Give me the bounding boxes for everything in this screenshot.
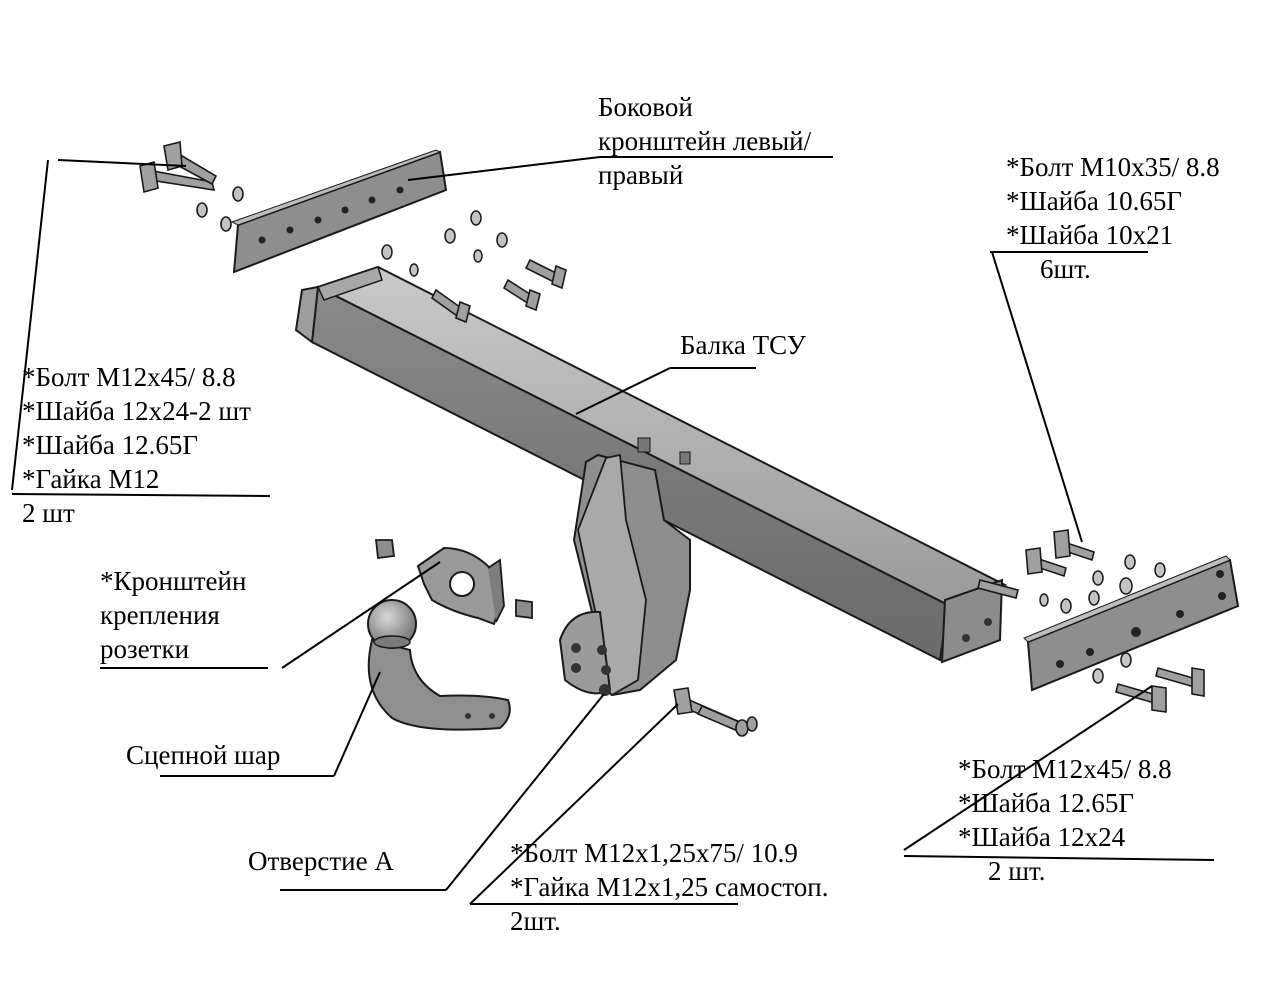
- washers-beam-left: [381, 210, 508, 277]
- left-fasteners-line-5: 2 шт: [22, 498, 75, 528]
- side-bracket-line-1: Боковой: [598, 92, 693, 122]
- bolts-beam-left: [430, 258, 567, 324]
- right-side-bracket: [1023, 555, 1240, 692]
- hole-a: [599, 684, 611, 696]
- bolts-right: [977, 529, 1205, 713]
- tow-ball: [367, 599, 511, 731]
- bottom-right-fasteners-line-2: *Шайба 12.65Г: [958, 788, 1135, 818]
- washers-right: [1039, 554, 1166, 684]
- ball-fasteners-line-2: *Гайка М12х1,25 самостоп.: [510, 872, 829, 902]
- socket-bracket-line-1: *Кронштейн: [100, 566, 247, 596]
- label-right-fasteners: *Болт М10х35/ 8.8 *Шайба 10.65Г *Шайба 1…: [1006, 150, 1220, 286]
- label-ball-fasteners: *Болт М12х1,25х75/ 10.9 *Гайка М12х1,25 …: [510, 836, 829, 938]
- bottom-right-fasteners-line-3: *Шайба 12х24: [958, 822, 1126, 852]
- left-fasteners-line-2: *Шайба 12х24-2 шт: [22, 396, 251, 426]
- label-bottom-right-fasteners: *Болт М12х45/ 8.8 *Шайба 12.65Г *Шайба 1…: [958, 752, 1172, 888]
- ball-fasteners-line-3: 2шт.: [510, 906, 561, 936]
- label-hole-a: Отверстие А: [248, 844, 394, 878]
- beam-end-plate: [940, 578, 1004, 664]
- right-fasteners-line-2: *Шайба 10.65Г: [1006, 186, 1183, 216]
- left-fasteners-line-3: *Шайба 12.65Г: [22, 430, 199, 460]
- side-bracket-line-3: правый: [598, 160, 684, 190]
- ball-mount-bracket: [558, 437, 691, 697]
- right-fasteners-line-3: *Шайба 10х21: [1006, 220, 1174, 250]
- left-side-bracket: [230, 149, 448, 274]
- label-tow-ball: Сцепной шар: [126, 738, 280, 772]
- washers-top-left: [196, 186, 244, 232]
- side-bracket-line-2: кронштейн левый/: [598, 126, 812, 156]
- left-fasteners-line-4: *Гайка М12: [22, 464, 160, 494]
- tow-ball-label-text: Сцепной шар: [126, 740, 281, 770]
- socket-bracket-line-2: крепления: [100, 600, 220, 630]
- right-fasteners-line-4: 6шт.: [1040, 254, 1091, 284]
- socket-bracket-line-3: розетки: [100, 634, 190, 664]
- ball-fasteners-line-1: *Болт М12х1,25х75/ 10.9: [510, 838, 798, 868]
- leader-lines: [11, 156, 1215, 905]
- left-fasteners-line-1: *Болт М12х45/ 8.8: [22, 362, 236, 392]
- bottom-right-fasteners-line-1: *Болт М12х45/ 8.8: [958, 754, 1172, 784]
- label-left-fasteners: *Болт М12х45/ 8.8 *Шайба 12х24-2 шт *Шай…: [22, 360, 251, 530]
- beam-label-text: Балка ТСУ: [680, 330, 806, 360]
- bolts-top-left: [139, 140, 218, 194]
- label-socket-bracket: *Кронштейн крепления розетки: [100, 564, 246, 666]
- right-fasteners-line-1: *Болт М10х35/ 8.8: [1006, 152, 1220, 182]
- bottom-right-fasteners-line-4: 2 шт.: [988, 856, 1046, 886]
- label-beam: Балка ТСУ: [680, 328, 806, 362]
- label-side-bracket: Боковой кронштейн левый/ правый: [598, 90, 811, 192]
- bolts-ball: [673, 687, 758, 737]
- socket-bracket: [374, 539, 533, 626]
- hole-a-label-text: Отверстие А: [248, 846, 394, 876]
